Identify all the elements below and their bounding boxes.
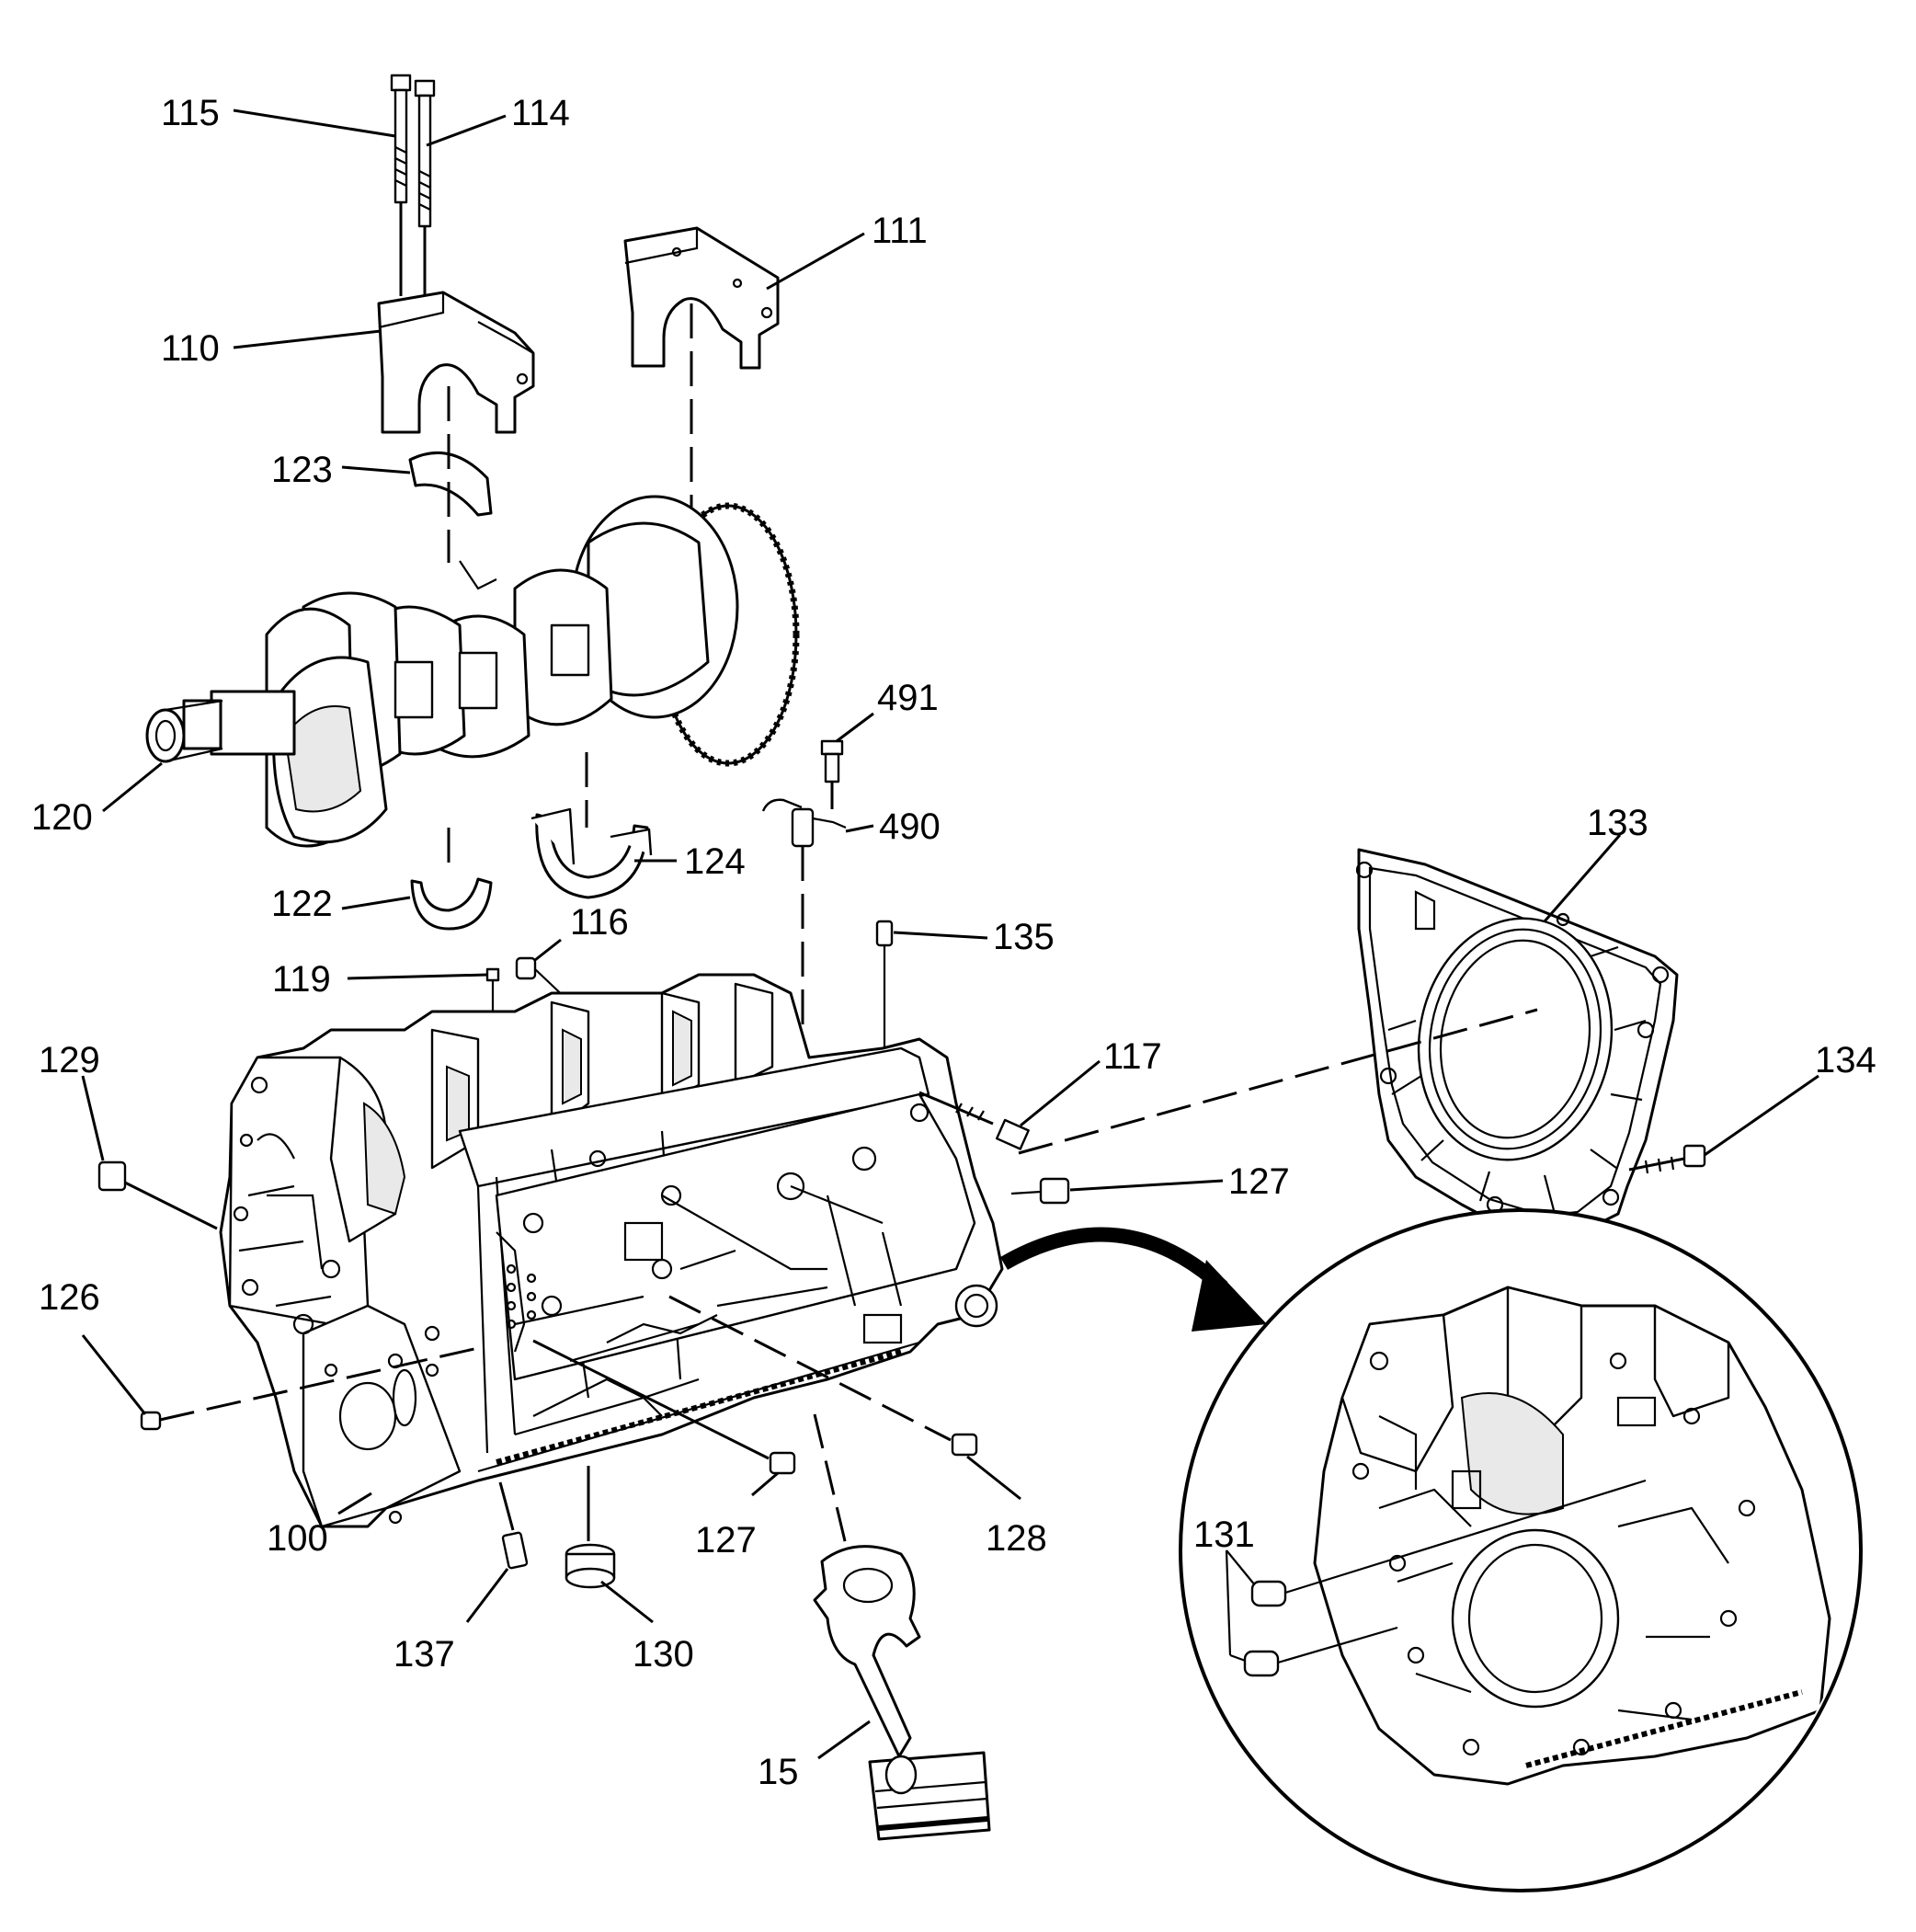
bearing-shell-123-icon: [408, 451, 493, 517]
leader-lines: [81, 109, 1819, 1760]
callout-119: 119: [272, 959, 331, 1000]
plug-130-icon: [565, 1466, 616, 1589]
magnified-detail-icon: [1179, 1208, 1863, 1892]
callout-117: 117: [1103, 1036, 1162, 1077]
callout-133: 133: [1587, 803, 1648, 843]
detail-arrow-icon: [999, 1227, 1267, 1332]
callout-15: 15: [758, 1752, 799, 1792]
callout-491: 491: [877, 678, 939, 718]
callout-116: 116: [570, 902, 629, 943]
main-bearing-cap-111-icon: [623, 226, 780, 370]
callout-100: 100: [267, 1518, 328, 1559]
dowel-135-icon: [875, 920, 894, 1056]
plug-127-right-icon: [1010, 1177, 1070, 1205]
callout-123: 123: [271, 450, 333, 490]
oil-jet-bolt-491-icon: [820, 739, 844, 809]
plug-126-icon: [140, 1346, 479, 1431]
callout-124: 124: [684, 841, 746, 882]
callout-126: 126: [39, 1277, 100, 1318]
engine-block-100-icon: [219, 973, 1004, 1528]
callout-128: 128: [986, 1518, 1047, 1559]
callout-135: 135: [993, 917, 1055, 957]
rear-seal-housing-133-icon: [1355, 848, 1679, 1240]
callout-122: 122: [271, 884, 333, 924]
plug-129-icon: [97, 1160, 218, 1230]
callout-labels: 115 114 111 110 123 491 120 490 133 124 …: [31, 93, 1876, 1792]
callout-134: 134: [1815, 1040, 1876, 1080]
callout-120: 120: [31, 797, 93, 838]
callout-490: 490: [879, 806, 941, 847]
main-bearing-cap-110-icon: [377, 291, 535, 434]
dowel-131-icon: [1225, 1479, 1647, 1677]
callout-110: 110: [161, 328, 220, 369]
bolt-117-icon: [918, 1091, 1030, 1150]
plug-127-bottom-icon: [532, 1339, 796, 1475]
callout-129: 129: [39, 1040, 100, 1080]
piston-oil-jet-490-icon: [761, 798, 847, 848]
callout-130: 130: [633, 1634, 694, 1675]
bearing-bolt-114-icon: [414, 79, 436, 303]
plug-128-icon: [668, 1295, 978, 1457]
bearing-bolt-115-icon: [390, 74, 412, 296]
callout-131: 131: [1193, 1515, 1255, 1555]
bearing-shell-122-icon: [410, 877, 493, 931]
callout-137: 137: [393, 1634, 455, 1675]
callout-127-bottom: 127: [695, 1520, 757, 1560]
callout-115: 115: [161, 93, 220, 133]
connecting-rod-piston-15-icon: [813, 1413, 991, 1841]
crankshaft-120-icon: [145, 495, 800, 848]
callout-127-right: 127: [1228, 1161, 1290, 1202]
thrust-bearing-124-icon: [530, 807, 653, 899]
callout-114: 114: [511, 93, 570, 133]
bolt-134-icon: [1628, 1144, 1706, 1174]
dowel-137-icon: [498, 1481, 529, 1570]
callout-111: 111: [872, 211, 928, 251]
